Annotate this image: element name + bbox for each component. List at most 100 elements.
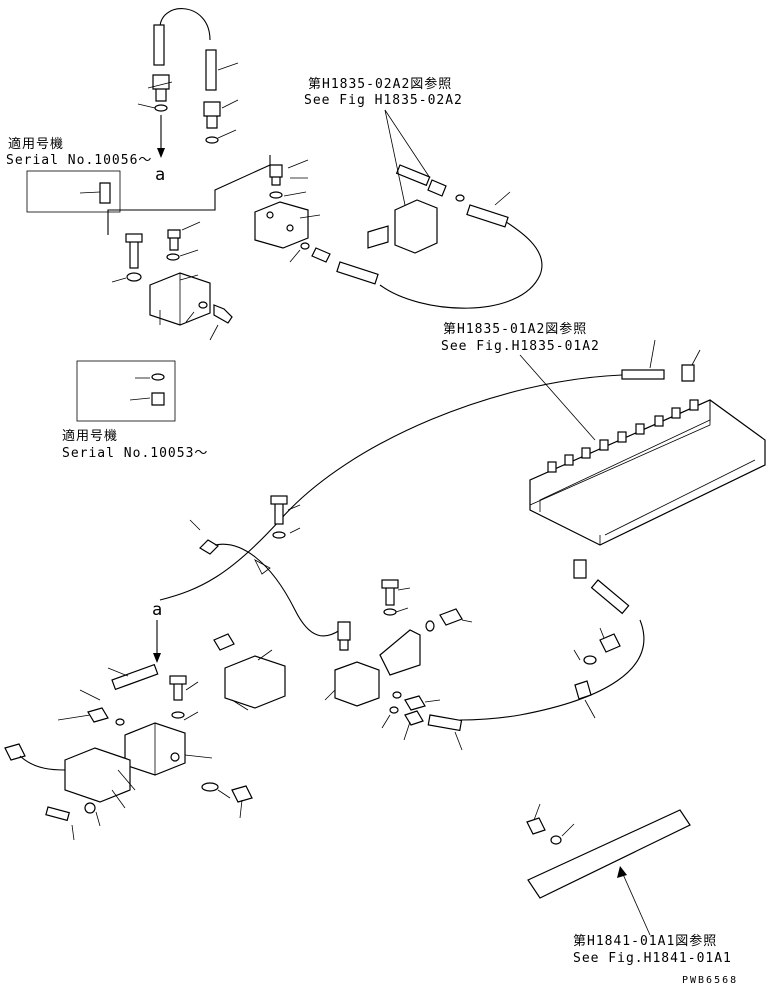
- valve-bracket: [367, 225, 389, 249]
- ref-01a2-arrow: [519, 354, 596, 441]
- valve-block-4: [334, 661, 380, 707]
- o-ring-3: [166, 253, 180, 261]
- connection-path: [107, 155, 271, 235]
- arrow-a-lower-head: [153, 653, 161, 663]
- leader: [185, 681, 199, 691]
- connector-wire: [19, 755, 66, 771]
- leader: [287, 159, 309, 169]
- clip: [254, 559, 271, 575]
- union-lower: [404, 710, 424, 726]
- ref-01a1-jp: 第H1841-01A1図参照: [573, 933, 717, 949]
- leader: [584, 699, 596, 719]
- leader: [324, 689, 336, 701]
- clamp-right: [574, 680, 592, 700]
- leader: [397, 587, 411, 591]
- ref-02a2-arrow-1: [384, 109, 431, 179]
- leader: [289, 527, 301, 534]
- leader: [179, 274, 199, 281]
- union-fitting-1: [152, 74, 170, 102]
- leader: [107, 667, 129, 677]
- sensor-connector: [199, 539, 219, 555]
- o-ring-9: [389, 706, 399, 714]
- leader: [403, 721, 411, 741]
- valve-block-2: [254, 201, 309, 249]
- hose-end-upper: [395, 164, 431, 187]
- pipe-lower: [111, 663, 159, 691]
- washer-side: [425, 620, 435, 632]
- o-ring-11: [201, 782, 219, 792]
- leader: [424, 699, 441, 703]
- leader: [221, 99, 239, 109]
- bolt-head: [125, 233, 143, 243]
- leader: [209, 324, 219, 341]
- leader: [111, 277, 127, 283]
- leader: [129, 397, 151, 401]
- port: [170, 752, 180, 762]
- leader: [147, 81, 173, 89]
- arrow-a-upper-head: [157, 148, 165, 158]
- leader: [57, 714, 91, 721]
- leader: [217, 129, 237, 139]
- bolt-head-lower-1: [270, 495, 288, 505]
- hose-end-right: [466, 204, 509, 228]
- o-ring-box: [151, 373, 165, 381]
- leader: [287, 504, 301, 511]
- leader: [573, 649, 581, 661]
- valve-block-3: [394, 199, 438, 254]
- pressure-switch: [337, 621, 351, 651]
- hose-fitting-left: [153, 24, 165, 66]
- solenoid-lower: [64, 747, 131, 803]
- ref-02a2-en: See Fig H1835-02A2: [304, 93, 463, 108]
- fitting-plug: [213, 304, 233, 324]
- leader: [239, 799, 243, 819]
- washer-lower-3: [171, 711, 185, 719]
- port: [266, 211, 274, 219]
- fitting-top-mid: [269, 164, 283, 186]
- leader: [381, 714, 391, 729]
- fitting-plug-lower: [231, 785, 253, 803]
- top-hose: [159, 8, 211, 41]
- serial-upper-jp: 適用号機: [8, 136, 64, 152]
- o-ring-1: [154, 104, 168, 112]
- ref-02a2-jp: 第H1835-02A2図参照: [308, 76, 452, 92]
- o-ring-6: [300, 242, 310, 250]
- leader: [299, 214, 321, 219]
- leader: [461, 619, 473, 623]
- leader: [189, 519, 201, 531]
- leader: [117, 769, 136, 791]
- leader: [95, 811, 101, 827]
- leader: [691, 349, 701, 366]
- bracket-lower: [379, 629, 421, 676]
- leader: [231, 699, 249, 711]
- elbow-under-frame: [573, 559, 587, 579]
- leader: [395, 607, 409, 613]
- washer-right: [583, 655, 597, 665]
- ref-01a1-en: See Fig.H1841-01A1: [573, 951, 732, 966]
- leader: [179, 249, 199, 257]
- leader: [79, 689, 101, 701]
- leader: [289, 249, 301, 263]
- solenoid-plug-upper: [213, 633, 235, 651]
- leader: [217, 62, 239, 71]
- leader: [79, 191, 101, 194]
- o-ring-4: [198, 301, 208, 309]
- bolt-head-lower-2: [381, 579, 399, 589]
- washer-lower-4: [84, 802, 96, 814]
- marker-a-upper: a: [155, 165, 166, 185]
- leader: [283, 191, 307, 197]
- leader: [217, 789, 231, 799]
- long-hose-right: [459, 619, 645, 721]
- port: [286, 224, 294, 232]
- leader: [561, 823, 575, 837]
- sensor-wire: [214, 543, 341, 637]
- bolt-head-lower-3: [169, 675, 187, 685]
- ref-02a2-arrow-2: [384, 109, 406, 206]
- hose-mid-loop: [379, 214, 543, 309]
- washer-lower-1: [272, 531, 286, 539]
- marker-a-lower: a: [152, 600, 163, 620]
- tee-fitting: [427, 179, 447, 197]
- bolt-side: [439, 608, 463, 626]
- serial-box-lower: [76, 360, 176, 422]
- elbow-fitting-box: [99, 182, 111, 204]
- bolt-right: [599, 633, 621, 653]
